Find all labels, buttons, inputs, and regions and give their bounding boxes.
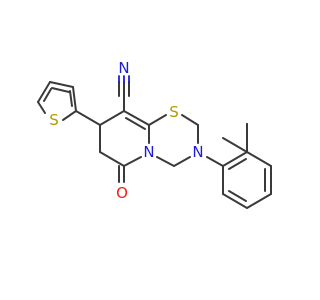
bridge-nitrogen-label: N xyxy=(143,143,154,161)
tolyl-ring xyxy=(206,123,272,209)
thiophene-ring xyxy=(37,81,101,126)
molecule-structure: N S S N N O xyxy=(37,59,272,209)
ring-sulfur-label: S xyxy=(169,103,179,121)
thiophene-sulfur-label: S xyxy=(49,111,59,129)
methyl-group xyxy=(222,137,248,153)
aryl-nitrogen-label: N xyxy=(192,143,203,161)
nitrile-nitrogen-label: N xyxy=(118,59,129,77)
carbonyl-oxygen-label: O xyxy=(116,184,128,202)
pyridinone-ring xyxy=(99,95,150,183)
thiadiazine-ring xyxy=(148,114,199,167)
nitrile-bond xyxy=(118,75,130,97)
